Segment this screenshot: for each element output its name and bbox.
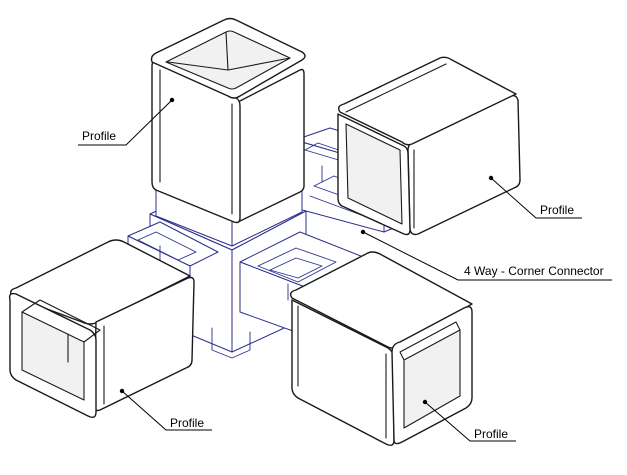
profile-right: [337, 56, 521, 236]
callout-connector: 4 Way - Corner Connector: [360, 229, 612, 281]
profile-left: [8, 239, 195, 419]
profile-bottom: [289, 251, 473, 447]
callout-profile-top: Profile: [78, 97, 175, 146]
callout-profile-bottom: Profile: [422, 399, 516, 442]
callout-profile-left: Profile: [119, 388, 212, 431]
callout-profile-right: Profile: [488, 175, 582, 219]
label-profile-left: Profile: [170, 416, 204, 430]
label-profile-bottom: Profile: [474, 427, 508, 441]
label-connector: 4 Way - Corner Connector: [464, 264, 604, 278]
profile-top: [150, 17, 306, 224]
label-profile-top: Profile: [82, 129, 116, 143]
label-profile-right: Profile: [540, 203, 574, 217]
